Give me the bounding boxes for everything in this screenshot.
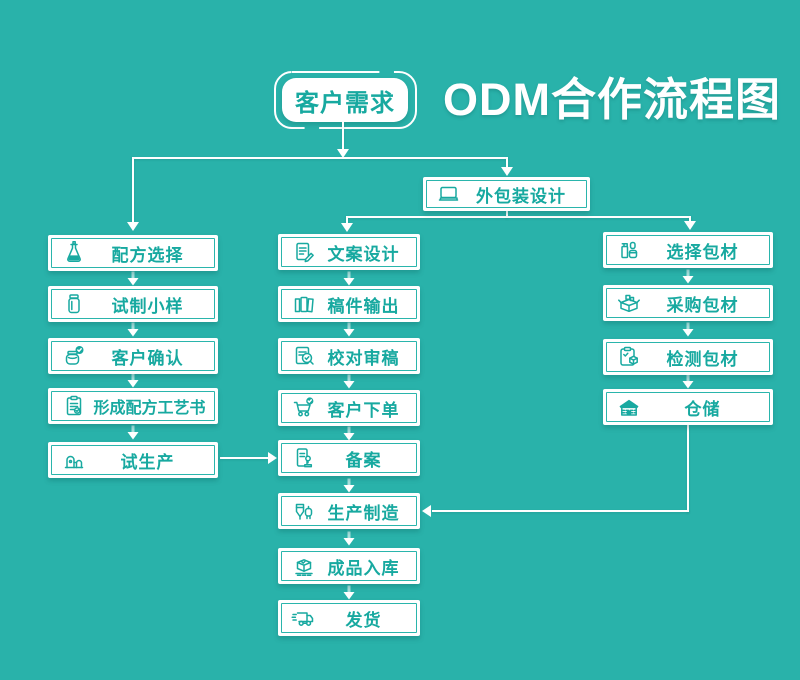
jar-icon <box>61 291 87 317</box>
start-node-label: 客户需求 <box>295 89 395 117</box>
start-badge-outline <box>274 71 417 129</box>
cart-check-icon <box>291 395 317 421</box>
node-trial-production: 试生产 <box>48 442 218 478</box>
connector-branch-right-drop <box>689 216 691 222</box>
laptop-icon <box>436 181 462 207</box>
start-node: 客户需求 <box>282 78 408 122</box>
connector-packaging-stem <box>506 210 508 218</box>
flow-arrow-icon <box>127 425 139 440</box>
node-proofreading: 校对审稿 <box>278 338 420 374</box>
node-label: 客户下单 <box>327 400 400 420</box>
flow-arrow-icon <box>682 374 694 389</box>
node-label: 备案 <box>345 450 382 470</box>
warehouse-icon <box>616 394 642 420</box>
node-trial-sample: 试制小样 <box>48 286 218 322</box>
arrowhead-left-icon <box>422 505 431 517</box>
connector-start-stem <box>342 122 344 150</box>
folders-icon <box>291 291 317 317</box>
clipboard-box-icon <box>616 344 642 370</box>
node-packaging-design: 外包装设计 <box>423 177 590 211</box>
node-warehousing: 仓储 <box>603 389 773 425</box>
node-formula-document: 形成配方工艺书 <box>48 388 218 424</box>
arrowhead-down-icon <box>337 149 349 158</box>
node-copy-design: 文案设计 <box>278 234 420 270</box>
arrowhead-down-icon <box>501 167 513 176</box>
doc-stamp-icon <box>291 445 317 471</box>
connector-trial-to-filing <box>220 457 269 459</box>
flow-arrow-icon <box>343 478 355 493</box>
node-label: 选择包材 <box>666 242 739 262</box>
arrowhead-down-icon <box>127 222 139 231</box>
page-title: ODM合作流程图 <box>443 74 781 125</box>
node-label: 发货 <box>345 610 382 630</box>
node-select-packaging: 选择包材 <box>603 232 773 268</box>
node-customer-order: 客户下单 <box>278 390 420 426</box>
open-box-icon <box>616 290 642 316</box>
doc-magnifier-icon <box>291 343 317 369</box>
node-label: 生产制造 <box>327 503 400 523</box>
tanks-icon <box>291 498 317 524</box>
box-check-icon <box>291 553 317 579</box>
clipboard-check-icon <box>61 393 87 419</box>
node-filing: 备案 <box>278 440 420 476</box>
node-purchase-packaging: 采购包材 <box>603 285 773 321</box>
node-test-packaging: 检测包材 <box>603 339 773 375</box>
connector-top-horizontal <box>132 157 508 159</box>
jar-check-icon <box>61 343 87 369</box>
connector-packaging-drop <box>506 157 508 168</box>
flow-arrow-icon <box>343 322 355 337</box>
node-shipping: 发货 <box>278 600 420 636</box>
flow-arrow-icon <box>682 269 694 284</box>
arrowhead-right-icon <box>268 452 277 464</box>
flow-arrow-icon <box>682 322 694 337</box>
node-label: 检测包材 <box>666 349 739 369</box>
flow-arrow-icon <box>343 271 355 286</box>
connector-branch-horizontal <box>346 216 691 218</box>
flow-arrow-icon <box>343 531 355 546</box>
connector-storage-horizontal <box>432 510 689 512</box>
node-label: 仓储 <box>684 399 721 419</box>
node-label: 配方选择 <box>111 245 184 265</box>
node-label: 成品入库 <box>327 558 400 578</box>
flow-arrow-icon <box>127 322 139 337</box>
node-label: 文案设计 <box>327 244 400 264</box>
connector-left-drop <box>132 157 134 223</box>
flask-icon <box>61 240 87 266</box>
node-label: 试制小样 <box>111 296 184 316</box>
node-label: 校对审稿 <box>327 348 400 368</box>
node-manufacturing: 生产制造 <box>278 493 420 529</box>
flow-arrow-icon <box>343 585 355 600</box>
arrowhead-down-icon <box>684 221 696 230</box>
node-customer-confirmation: 客户确认 <box>48 338 218 374</box>
node-label: 形成配方工艺书 <box>93 400 206 417</box>
node-label: 试生产 <box>120 452 175 472</box>
node-formula-selection: 配方选择 <box>48 235 218 271</box>
flow-arrow-icon <box>343 374 355 389</box>
connector-branch-left-drop <box>346 216 348 224</box>
flow-arrow-icon <box>127 373 139 388</box>
flow-arrow-icon <box>343 426 355 441</box>
arrowhead-down-icon <box>341 223 353 232</box>
flow-arrow-icon <box>127 271 139 286</box>
node-label: 采购包材 <box>666 295 739 315</box>
node-label: 外包装设计 <box>476 186 566 206</box>
node-draft-output: 稿件输出 <box>278 286 420 322</box>
machines-icon <box>61 447 87 473</box>
bottles-icon <box>616 237 642 263</box>
node-finished-goods-storage: 成品入库 <box>278 548 420 584</box>
node-label: 稿件输出 <box>327 296 400 316</box>
truck-icon <box>291 605 317 631</box>
node-label: 客户确认 <box>111 348 184 368</box>
connector-storage-drop <box>687 425 689 512</box>
doc-pencil-icon <box>291 239 317 265</box>
